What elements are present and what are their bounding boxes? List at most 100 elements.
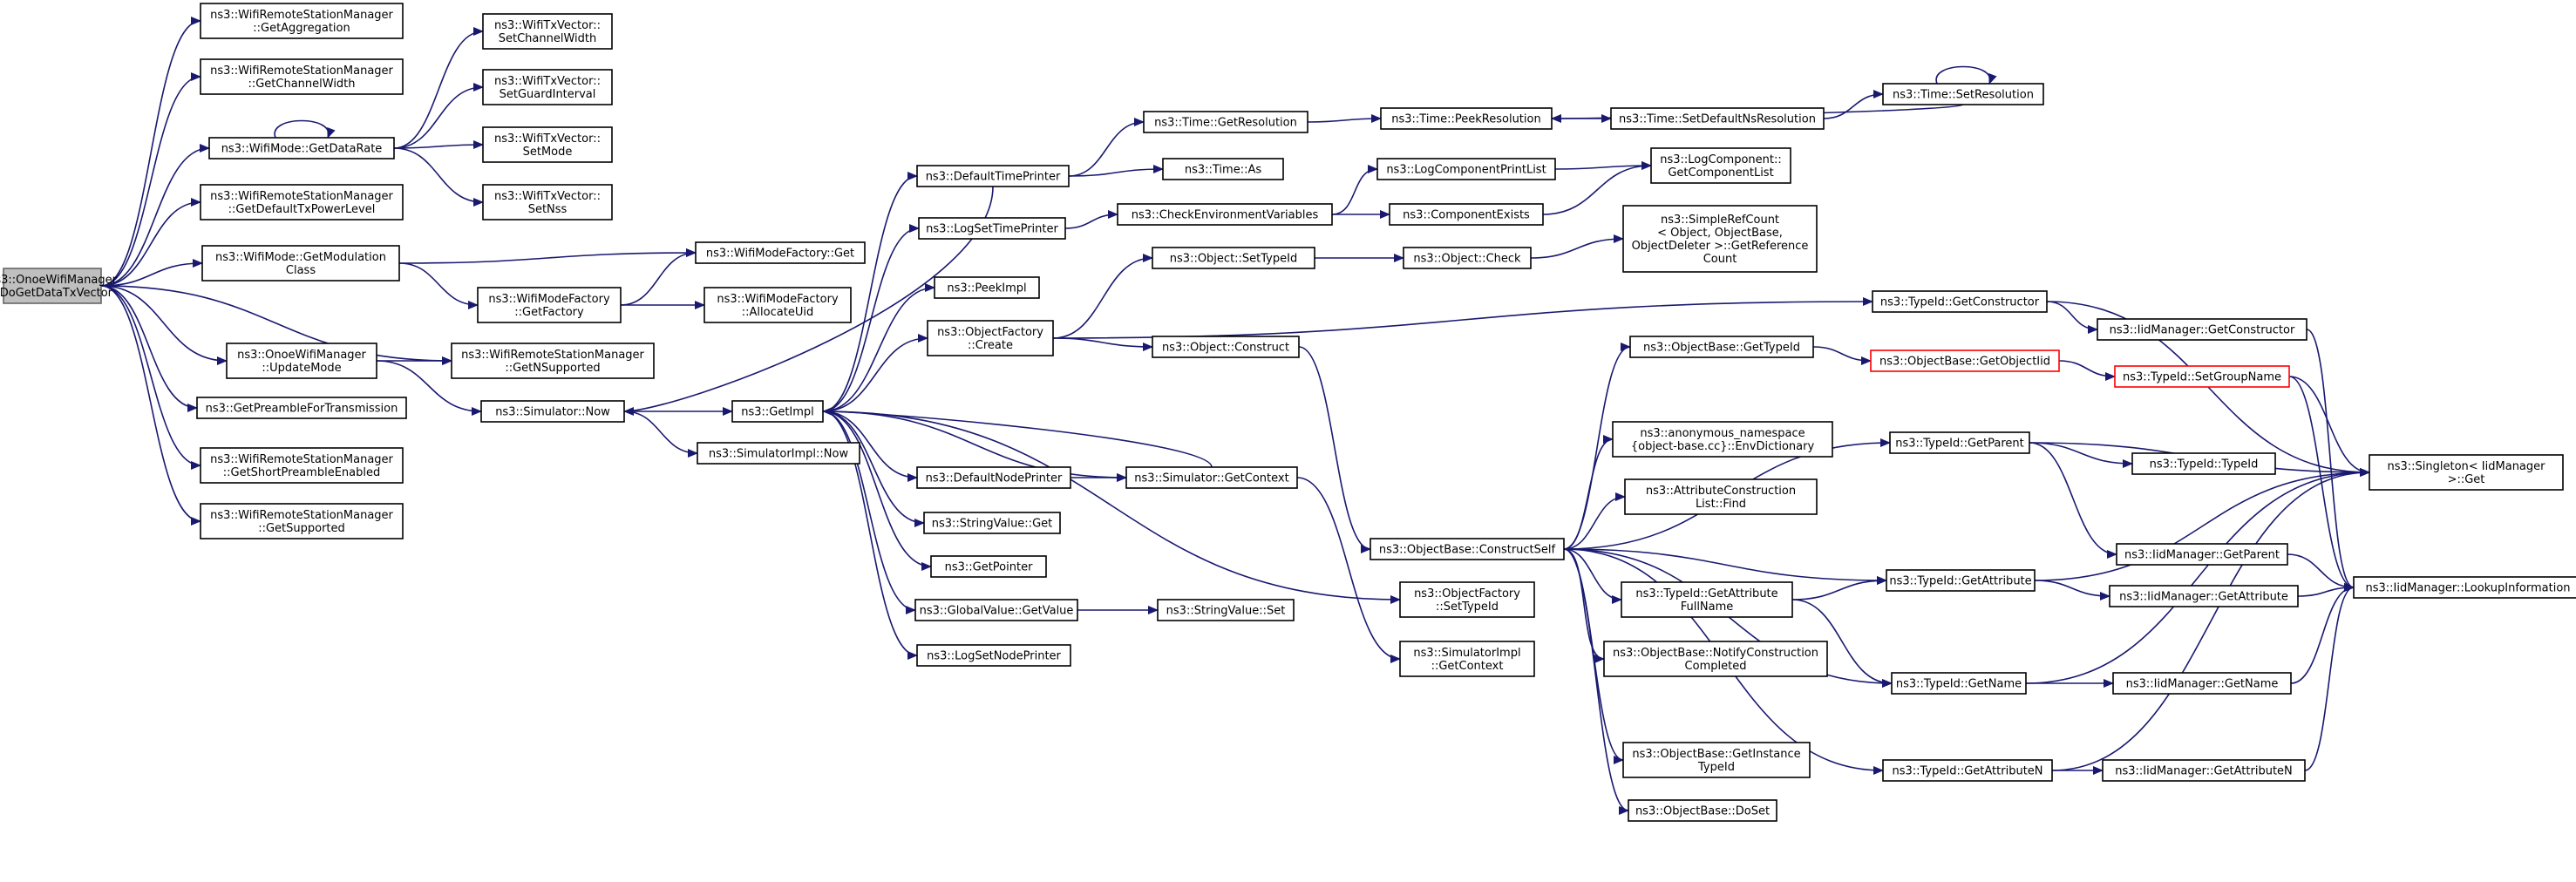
function-node-timeSetResolution[interactable]: ns3::Time::SetResolution bbox=[1882, 83, 2044, 105]
node-label: ::GetContext bbox=[1431, 660, 1504, 673]
edge-line bbox=[398, 248, 697, 264]
call-edge-root-to-getPreamble bbox=[100, 285, 198, 412]
function-node-objFactorySetTypeId[interactable]: ns3::ObjectFactory::SetTypeId bbox=[1399, 581, 1535, 618]
function-node-objBaseConstructSelf[interactable]: ns3::ObjectBase::ConstructSelf bbox=[1370, 538, 1565, 560]
node-box bbox=[1886, 569, 2036, 592]
edge-line bbox=[393, 83, 484, 149]
edges-layer bbox=[100, 17, 2370, 815]
function-node-iidGetParent[interactable]: ns3::IidManager::GetParent bbox=[2116, 543, 2288, 566]
function-node-getPreamble[interactable]: ns3::GetPreambleForTransmission bbox=[196, 397, 407, 419]
function-node-timePeekResolution[interactable]: ns3::Time::PeekResolution bbox=[1380, 107, 1553, 130]
function-node-getPointer[interactable]: ns3::GetPointer bbox=[930, 555, 1047, 578]
call-edge-objFactoryCreate-to-typeIdGetConstructor bbox=[1052, 297, 1873, 339]
function-node-iidGetAttribute[interactable]: ns3::IidManager::GetAttribute bbox=[2109, 585, 2299, 607]
function-node-simImplGetContext[interactable]: ns3::SimulatorImpl::GetContext bbox=[1399, 641, 1535, 677]
function-node-stringValueSet[interactable]: ns3::StringValue::Set bbox=[1157, 599, 1295, 621]
node-label: ns3::ObjectBase::GetTypeId bbox=[1643, 342, 1800, 355]
function-node-setMode[interactable]: ns3::WifiTxVector::SetMode bbox=[482, 126, 613, 163]
function-node-simImplNow[interactable]: ns3::SimulatorImpl::Now bbox=[697, 442, 860, 465]
function-node-logComponentGetList[interactable]: ns3::LogComponent::GetComponentList bbox=[1650, 147, 1791, 184]
function-node-typeIdTypeId[interactable]: ns3::TypeId::TypeId bbox=[2131, 452, 2276, 475]
function-node-objBaseDoSet[interactable]: ns3::ObjectBase::DoSet bbox=[1628, 799, 1777, 822]
node-box bbox=[695, 241, 866, 264]
node-label: ns3::Object::SetTypeId bbox=[1170, 253, 1297, 266]
edge-line bbox=[822, 283, 935, 412]
function-node-typeIdGetParent[interactable]: ns3::TypeId::GetParent bbox=[1889, 431, 2030, 454]
function-node-iidGetAttributeN[interactable]: ns3::IidManager::GetAttributeN bbox=[2102, 759, 2306, 782]
function-node-getFactory[interactable]: ns3::WifiModeFactory::GetFactory bbox=[477, 287, 622, 323]
function-node-updateMode[interactable]: ns3::OnoeWifiManager::UpdateMode bbox=[226, 343, 377, 379]
function-node-iidLookupInformation[interactable]: ns3::IidManager::LookupInformation bbox=[2353, 576, 2576, 599]
function-node-objFactoryCreate[interactable]: ns3::ObjectFactory::Create bbox=[927, 320, 1054, 356]
node-label: ::GetDefaultTxPowerLevel bbox=[228, 203, 376, 216]
function-node-setChannelWidth[interactable]: ns3::WifiTxVector::SetChannelWidth bbox=[482, 13, 613, 50]
call-edge-getImpl-to-logSetTimePrinter bbox=[822, 224, 920, 412]
function-node-simpleRefCount[interactable]: ns3::SimpleRefCount< Object, ObjectBase,… bbox=[1622, 205, 1818, 273]
node-box bbox=[196, 397, 407, 419]
function-node-typeIdGetAttributeN[interactable]: ns3::TypeId::GetAttributeN bbox=[1882, 759, 2053, 782]
function-node-stringValueGet[interactable]: ns3::StringValue::Get bbox=[923, 512, 1061, 534]
function-node-objSetTypeId[interactable]: ns3::Object::SetTypeId bbox=[1152, 247, 1315, 269]
function-node-getSupported[interactable]: ns3::WifiRemoteStationManager::GetSuppor… bbox=[200, 503, 404, 539]
function-node-globalValueGetValue[interactable]: ns3::GlobalValue::GetValue bbox=[914, 599, 1078, 621]
node-box bbox=[1376, 158, 1556, 180]
function-node-getAggregation[interactable]: ns3::WifiRemoteStationManager::GetAggreg… bbox=[200, 3, 404, 39]
function-node-simGetContext[interactable]: ns3::Simulator::GetContext bbox=[1125, 466, 1298, 489]
edge-line bbox=[1052, 254, 1153, 339]
node-box bbox=[3, 268, 102, 304]
function-node-checkEnvVars[interactable]: ns3::CheckEnvironmentVariables bbox=[1117, 203, 1333, 226]
function-node-logSetNodePrinter[interactable]: ns3::LogSetNodePrinter bbox=[916, 644, 1071, 667]
function-node-root[interactable]: ns3::OnoeWifiManager::DoGetDataTxVector bbox=[0, 268, 118, 304]
call-edge-updateMode-to-simNow bbox=[376, 360, 482, 416]
edge-line bbox=[1068, 165, 1164, 177]
node-label: Class bbox=[286, 264, 316, 277]
function-node-getNSupported[interactable]: ns3::WifiRemoteStationManager::GetNSuppo… bbox=[451, 343, 655, 379]
function-node-logComponentPrintList[interactable]: ns3::LogComponentPrintList bbox=[1376, 158, 1556, 180]
function-node-getShortPreamble[interactable]: ns3::WifiRemoteStationManager::GetShortP… bbox=[200, 447, 404, 484]
edge-line bbox=[2034, 580, 2110, 600]
node-box bbox=[1870, 349, 2060, 372]
node-label: ns3::Time::SetDefaultNsResolution bbox=[1619, 113, 1816, 126]
function-node-anonEnvDictionary[interactable]: ns3::anonymous_namespace{object-base.cc}… bbox=[1612, 421, 1833, 458]
function-node-iidGetConstructor[interactable]: ns3::IidManager::GetConstructor bbox=[2097, 318, 2308, 341]
node-label: ns3::LogSetNodePrinter bbox=[927, 650, 1061, 663]
function-node-singletonGet[interactable]: ns3::Singleton< IidManager >::Get bbox=[2369, 454, 2564, 491]
function-node-peekImpl[interactable]: ns3::PeekImpl bbox=[934, 276, 1040, 299]
function-node-getDataRate[interactable]: ns3::WifiMode::GetDataRate bbox=[208, 137, 395, 159]
function-node-typeIdGetName[interactable]: ns3::TypeId::GetName bbox=[1891, 672, 2027, 695]
node-label: ns3::ObjectBase::DoSet bbox=[1635, 805, 1770, 818]
function-node-logSetTimePrinter[interactable]: ns3::LogSetTimePrinter bbox=[918, 217, 1066, 240]
function-node-iidGetName[interactable]: ns3::IidManager::GetName bbox=[2112, 672, 2292, 695]
call-edge-defaultTimePrinter-to-timeAs bbox=[1068, 165, 1164, 177]
function-node-typeIdSetGroupName[interactable]: ns3::TypeId::SetGroupName bbox=[2114, 365, 2290, 388]
function-node-notifyConstructionCompleted[interactable]: ns3::ObjectBase::NotifyConstructionCompl… bbox=[1603, 641, 1828, 677]
function-node-timeGetResolution[interactable]: ns3::Time::GetResolution bbox=[1143, 111, 1308, 133]
function-node-defaultNodePrinter[interactable]: ns3::DefaultNodePrinter bbox=[916, 466, 1071, 489]
function-node-typeIdGetAttribute[interactable]: ns3::TypeId::GetAttribute bbox=[1886, 569, 2036, 592]
node-label: ns3::ObjectBase::ConstructSelf bbox=[1379, 544, 1556, 557]
function-node-simNow[interactable]: ns3::Simulator::Now bbox=[480, 400, 625, 423]
function-node-getImpl[interactable]: ns3::GetImpl bbox=[731, 400, 824, 423]
function-node-allocateUid[interactable]: ns3::WifiModeFactory::AllocateUid bbox=[703, 287, 852, 323]
function-node-getDefaultTxPowerLevel[interactable]: ns3::WifiRemoteStationManager::GetDefaul… bbox=[200, 184, 404, 220]
node-box bbox=[1628, 799, 1777, 822]
node-box bbox=[2114, 365, 2290, 388]
function-node-modeFactoryGet[interactable]: ns3::WifiModeFactory::Get bbox=[695, 241, 866, 264]
function-node-getChannelWidthM[interactable]: ns3::WifiRemoteStationManager::GetChanne… bbox=[200, 58, 404, 95]
function-node-objBaseGetTypeId[interactable]: ns3::ObjectBase::GetTypeId bbox=[1629, 336, 1814, 358]
function-node-componentExists[interactable]: ns3::ComponentExists bbox=[1389, 203, 1544, 226]
call-edge-objFactoryCreate-to-objSetTypeId bbox=[1052, 254, 1153, 339]
function-node-setGuardInterval[interactable]: ns3::WifiTxVector::SetGuardInterval bbox=[482, 69, 613, 105]
function-node-timeAs[interactable]: ns3::Time::As bbox=[1162, 158, 1284, 180]
function-node-objCheck[interactable]: ns3::Object::Check bbox=[1403, 247, 1532, 269]
function-node-defaultTimePrinter[interactable]: ns3::DefaultTimePrinter bbox=[916, 165, 1070, 187]
function-node-objConstruct[interactable]: ns3::Object::Construct bbox=[1152, 336, 1300, 358]
function-node-timeSetDefaultNsRes[interactable]: ns3::Time::SetDefaultNsResolution bbox=[1610, 107, 1825, 130]
function-node-setNss[interactable]: ns3::WifiTxVector::SetNss bbox=[482, 184, 613, 220]
function-node-objBaseGetObjectIid[interactable]: ns3::ObjectBase::GetObjectIid bbox=[1870, 349, 2060, 372]
function-node-typeIdGetConstructor[interactable]: ns3::TypeId::GetConstructor bbox=[1872, 290, 2048, 313]
